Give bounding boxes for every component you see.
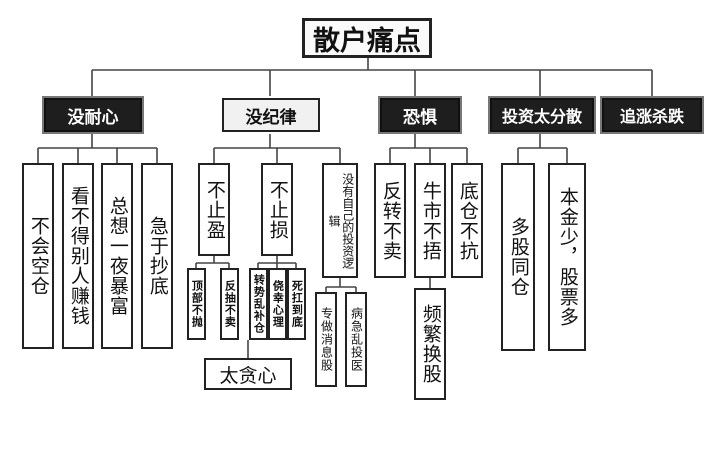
- leaf-reversal-not-sold: 反转不卖: [374, 163, 406, 278]
- node-too-greedy: 太贪心: [204, 358, 292, 390]
- leaf-label: 反抽不卖: [223, 280, 237, 328]
- root-node: 散户痛点: [302, 18, 432, 58]
- leaf-bull-not-held: 牛市不捂: [414, 163, 446, 278]
- category-label: 追涨杀跌: [619, 107, 684, 126]
- leaf-label: 不会空仓: [27, 216, 50, 296]
- category-label: 恐惧: [403, 107, 437, 128]
- leaf-frequent-switching: 频繁换股: [414, 288, 446, 400]
- category-no-discipline: 没纪律: [222, 98, 320, 132]
- leaf-label: 顶部不抛: [190, 280, 204, 328]
- leaf-label: 专做消息股: [319, 307, 334, 372]
- node-no-investment-logic: 没有自己的投资逻辑: [322, 163, 358, 278]
- leaf-rumor-stocks: 专做消息股: [315, 292, 337, 387]
- leaf-rush-bottom: 急于抄底: [141, 163, 173, 349]
- leaf-multi-stocks-same-position: 多股同仓: [501, 163, 535, 351]
- node-label: 不止损: [266, 179, 289, 240]
- leaf-label: 总想一夜暴富: [106, 196, 129, 316]
- leaf-hold-to-death: 死扛到底: [287, 268, 306, 340]
- leaf-label: 频繁换股: [419, 304, 442, 384]
- node-label: 没有自己的投资逻辑: [327, 172, 355, 269]
- leaf-label: 侥幸心理: [271, 280, 285, 328]
- node-no-take-profit: 不止盈: [198, 163, 230, 256]
- leaf-top-not-sold: 顶部不抛: [187, 268, 206, 340]
- leaf-label: 牛市不捂: [419, 180, 442, 261]
- node-no-stop-loss: 不止损: [261, 163, 293, 256]
- category-label: 投资太分散: [501, 107, 582, 126]
- leaf-little-capital-many-stocks: 本金少，股票多: [548, 163, 586, 351]
- leaf-label: 病急乱投医: [349, 307, 364, 372]
- leaf-rebound-not-sold: 反抽不卖: [220, 268, 239, 340]
- category-label: 没耐心: [67, 107, 119, 128]
- node-label: 太贪心: [219, 364, 277, 387]
- leaf-get-rich-overnight: 总想一夜暴富: [101, 163, 133, 349]
- leaf-base-not-held: 底仓不抗: [451, 163, 483, 278]
- leaf-wishful-thinking: 侥幸心理: [268, 268, 287, 340]
- leaf-label: 多股同仓: [507, 217, 530, 297]
- leaf-random-cover: 转势乱补仓: [249, 268, 268, 340]
- leaf-label: 看不得别人赚钱: [67, 186, 90, 326]
- leaf-label: 反转不卖: [379, 180, 402, 261]
- leaf-label: 急于抄底: [146, 216, 169, 296]
- leaf-jealous-of-others: 看不得别人赚钱: [62, 163, 94, 349]
- node-label: 不止盈: [203, 179, 226, 240]
- category-label: 没纪律: [245, 107, 297, 128]
- root-label: 散户痛点: [313, 25, 421, 57]
- leaf-panic-doctor: 病急乱投医: [345, 292, 367, 387]
- leaf-label: 底仓不抗: [456, 180, 479, 261]
- leaf-label: 本金少，股票多: [556, 187, 579, 327]
- leaf-label: 死扛到底: [290, 280, 304, 328]
- leaf-label: 转势乱补仓: [252, 274, 266, 334]
- category-no-patience: 没耐心: [44, 98, 142, 132]
- leaf-never-empty: 不会空仓: [22, 163, 54, 349]
- category-fear: 恐惧: [380, 98, 460, 132]
- category-chase-rise-kill-fall: 追涨杀跌: [602, 98, 702, 132]
- category-dispersed: 投资太分散: [490, 98, 594, 132]
